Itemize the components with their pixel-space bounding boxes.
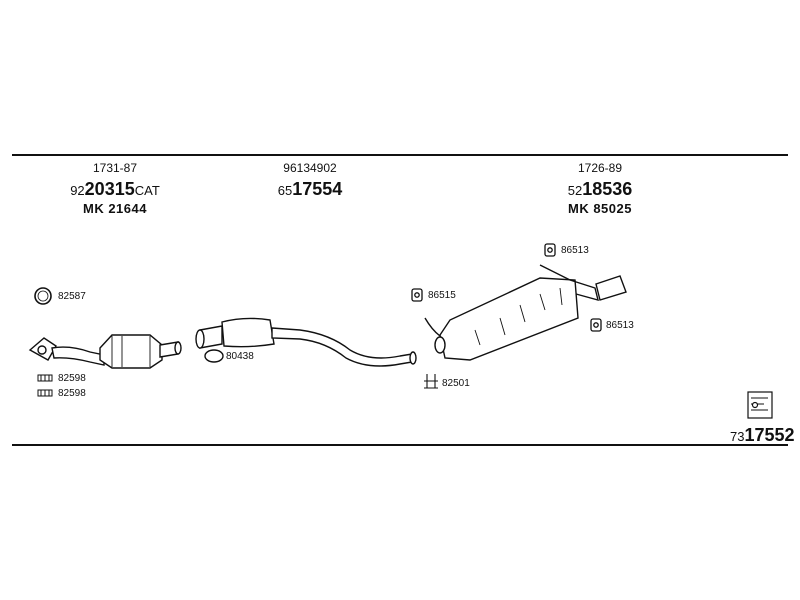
hanger-icon: [411, 288, 423, 302]
hanger-icon: [544, 243, 556, 257]
mk-number: MK 85025: [568, 201, 632, 216]
ring-gasket-icon: [34, 287, 52, 305]
ref-number: 96134902: [283, 161, 337, 175]
clamp-icon: [37, 374, 53, 382]
clamp-icon: [37, 389, 53, 397]
part-number: 9220315CAT: [70, 179, 160, 199]
hanger-label: 86515: [428, 290, 456, 301]
catalytic-converter-header: 1731-87 9220315CAT MK 21644: [55, 162, 175, 215]
catalytic-converter-icon: [28, 334, 182, 369]
top-divider: [12, 154, 788, 156]
rear-silencer-header: 1726-89 5218536 MK 85025: [540, 162, 660, 215]
clamp-label: 82598: [58, 388, 86, 399]
diagram-number: 7317552: [730, 425, 795, 445]
bracket-icon: [424, 374, 438, 389]
mk-number: MK 21644: [83, 201, 147, 216]
clamp-ring-label: 80438: [226, 351, 254, 362]
hanger-label: 86513: [561, 245, 589, 256]
middle-pipe-icon: [195, 317, 417, 367]
clamp-label: 82598: [58, 373, 86, 384]
ring-gasket-label: 82587: [58, 291, 86, 302]
hanger-label: 86513: [606, 320, 634, 331]
rear-silencer-icon: [424, 264, 627, 361]
clamp-ring-icon: [204, 349, 224, 363]
bottom-divider: [12, 444, 788, 446]
hanger-icon: [590, 318, 602, 332]
ref-number: 1731-87: [92, 161, 138, 175]
diagram-sheet-icon: [747, 391, 773, 419]
bracket-label: 82501: [442, 378, 470, 389]
part-number: 5218536: [567, 179, 633, 199]
ref-number: 1726-89: [577, 161, 623, 175]
middle-pipe-header: 96134902 6517554: [240, 162, 380, 198]
part-number: 6517554: [277, 179, 343, 199]
